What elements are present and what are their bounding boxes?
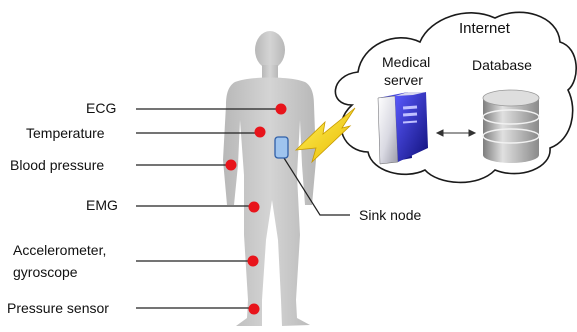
cloud-shape [334, 11, 577, 184]
leader-lines [136, 108, 350, 309]
blood-pressure-label: Blood pressure [10, 157, 105, 173]
sink-node-device [274, 136, 289, 159]
emg-label: EMG [86, 197, 118, 213]
sink-node-label: Sink node [359, 207, 422, 223]
database-label: Database [472, 57, 532, 73]
accelerometer-label-line2: gyroscope [13, 264, 78, 280]
pressure-sensor-dot [248, 303, 260, 315]
temperature-label: Temperature [26, 125, 105, 141]
double-arrow-icon [435, 129, 477, 137]
medical-server-label-line1: Medical [382, 54, 431, 70]
temperature-sensor-dot [254, 126, 266, 138]
sink-node-leader [283, 157, 350, 216]
pressure-sensor-label: Pressure sensor [7, 300, 109, 316]
sensor-dots [225, 103, 287, 315]
server-icon [377, 92, 428, 165]
emg-sensor-dot [248, 201, 260, 213]
internet-label: Internet [459, 20, 510, 37]
accelerometer-sensor-dot [247, 255, 259, 267]
blood-pressure-sensor-dot [225, 159, 237, 171]
database-icon [482, 89, 540, 163]
ecg-label: ECG [86, 100, 117, 116]
human-body-silhouette [223, 31, 316, 326]
lightning-bolt-icon [294, 107, 356, 164]
ecg-sensor-dot [275, 103, 287, 115]
medical-server-label-line2: server [384, 72, 423, 88]
accelerometer-label-line1: Accelerometer, [13, 242, 107, 258]
